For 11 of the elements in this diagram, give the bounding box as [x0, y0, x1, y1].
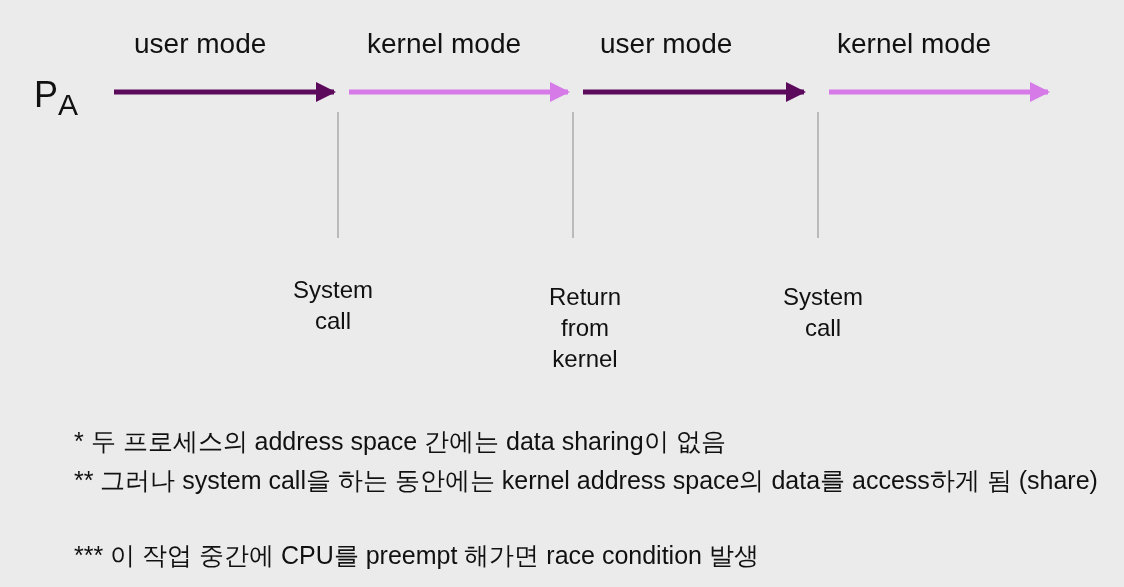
mode-label: kernel mode	[367, 27, 522, 61]
note-text: *** 이 작업 중간에 CPU를 preempt 해가면 race condition 발생	[74, 540, 760, 571]
process-label: P$_{A}$	[34, 73, 79, 124]
event-label: Return from kernel	[547, 282, 622, 375]
event-label: System call	[782, 282, 864, 344]
note-text: ** 그러나 system call을 하는 동안에는 kernel address space의 data를 access하게 됨 (share)	[74, 465, 1099, 496]
note-text: * 두 프로세스의 address space 간에는 data sharing이 없음	[74, 426, 727, 457]
mode-label: kernel mode	[837, 27, 992, 61]
mode-label: user mode	[600, 27, 733, 61]
mode-label: user mode	[134, 27, 267, 61]
event-label: System call	[292, 275, 374, 337]
